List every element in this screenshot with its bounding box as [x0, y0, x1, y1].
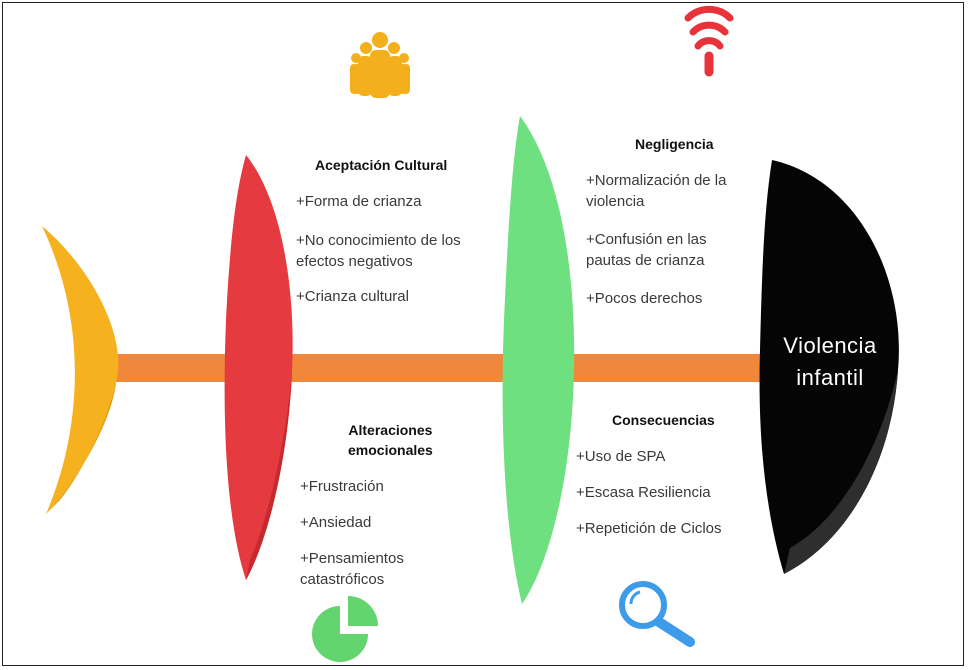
- cause-item: +Forma de crianza: [296, 193, 422, 210]
- search-icon: [619, 581, 695, 647]
- category-title-alteraciones-line-1: Alteraciones: [348, 422, 433, 438]
- effect-label: Violencia infantil: [770, 330, 890, 394]
- category-title-negligencia: Negligencia: [635, 136, 714, 152]
- bone-green: [502, 116, 575, 604]
- cause-item: violencia: [586, 193, 645, 210]
- cause-item: +Pensamientos: [300, 550, 404, 567]
- tail-shape: [42, 226, 119, 514]
- spine: [112, 354, 802, 382]
- cause-item: +Repetición de Ciclos: [576, 520, 722, 537]
- cause-item: catastróficos: [300, 571, 385, 588]
- cause-item: efectos negativos: [296, 253, 413, 270]
- category-title-alteraciones-line-2: emocionales: [348, 442, 433, 458]
- pie-chart-icon: [312, 596, 378, 662]
- category-title-aceptacion: Aceptación Cultural: [315, 157, 448, 173]
- bone-red: [224, 155, 293, 580]
- cause-item: +Ansiedad: [300, 514, 372, 531]
- cause-item: +Uso de SPA: [576, 448, 666, 465]
- people-icon: [350, 32, 410, 98]
- cause-item: +Normalización de la: [586, 172, 727, 189]
- effect-line-1: Violencia: [783, 333, 877, 358]
- cause-item: +Frustración: [300, 478, 384, 495]
- cause-item: pautas de crianza: [586, 252, 705, 269]
- category-title-alteraciones: Alteraciones emocionales: [348, 420, 433, 460]
- category-title-consecuencias: Consecuencias: [612, 412, 715, 428]
- fish-head: [759, 160, 899, 574]
- effect-line-2: infantil: [796, 365, 864, 390]
- cause-item: +Crianza cultural: [296, 288, 409, 305]
- cause-item: +No conocimiento de los: [296, 232, 461, 249]
- wifi-icon: [684, 5, 734, 77]
- cause-item: +Escasa Resiliencia: [576, 484, 711, 501]
- cause-item: +Confusión en las: [586, 231, 707, 248]
- cause-item: +Pocos derechos: [586, 290, 703, 307]
